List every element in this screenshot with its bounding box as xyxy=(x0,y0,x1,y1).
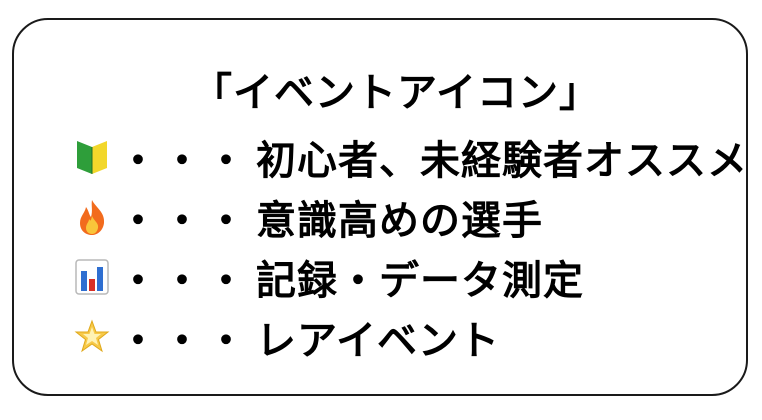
glowing-star-icon xyxy=(72,317,112,357)
legend-title: 「イベントアイコン」 xyxy=(192,70,600,116)
legend-label-fire: 意識高めの選手 xyxy=(256,198,543,244)
legend-dots: ・・・ xyxy=(118,258,250,304)
legend-card: 「イベントアイコン」 xyxy=(12,18,748,396)
legend-dots: ・・・ xyxy=(118,318,250,364)
legend-item-data: ・・・ 記録・データ測定 xyxy=(72,251,584,304)
legend-dots: ・・・ xyxy=(118,138,250,184)
legend-dots: ・・・ xyxy=(118,198,250,244)
legend-label-beginner: 初心者、未経験者オススメ xyxy=(256,138,748,184)
legend-label-rare: レアイベント xyxy=(256,318,500,364)
legend-label-data: 記録・データ測定 xyxy=(256,258,584,304)
legend-item-fire: ・・・ 意識高めの選手 xyxy=(72,191,543,244)
beginner-leaf-icon xyxy=(72,137,112,177)
fire-icon xyxy=(72,197,112,237)
legend-item-beginner: ・・・ 初心者、未経験者オススメ xyxy=(72,131,748,184)
bar-chart-icon xyxy=(72,257,112,297)
legend-item-rare: ・・・ レアイベント xyxy=(72,311,500,364)
